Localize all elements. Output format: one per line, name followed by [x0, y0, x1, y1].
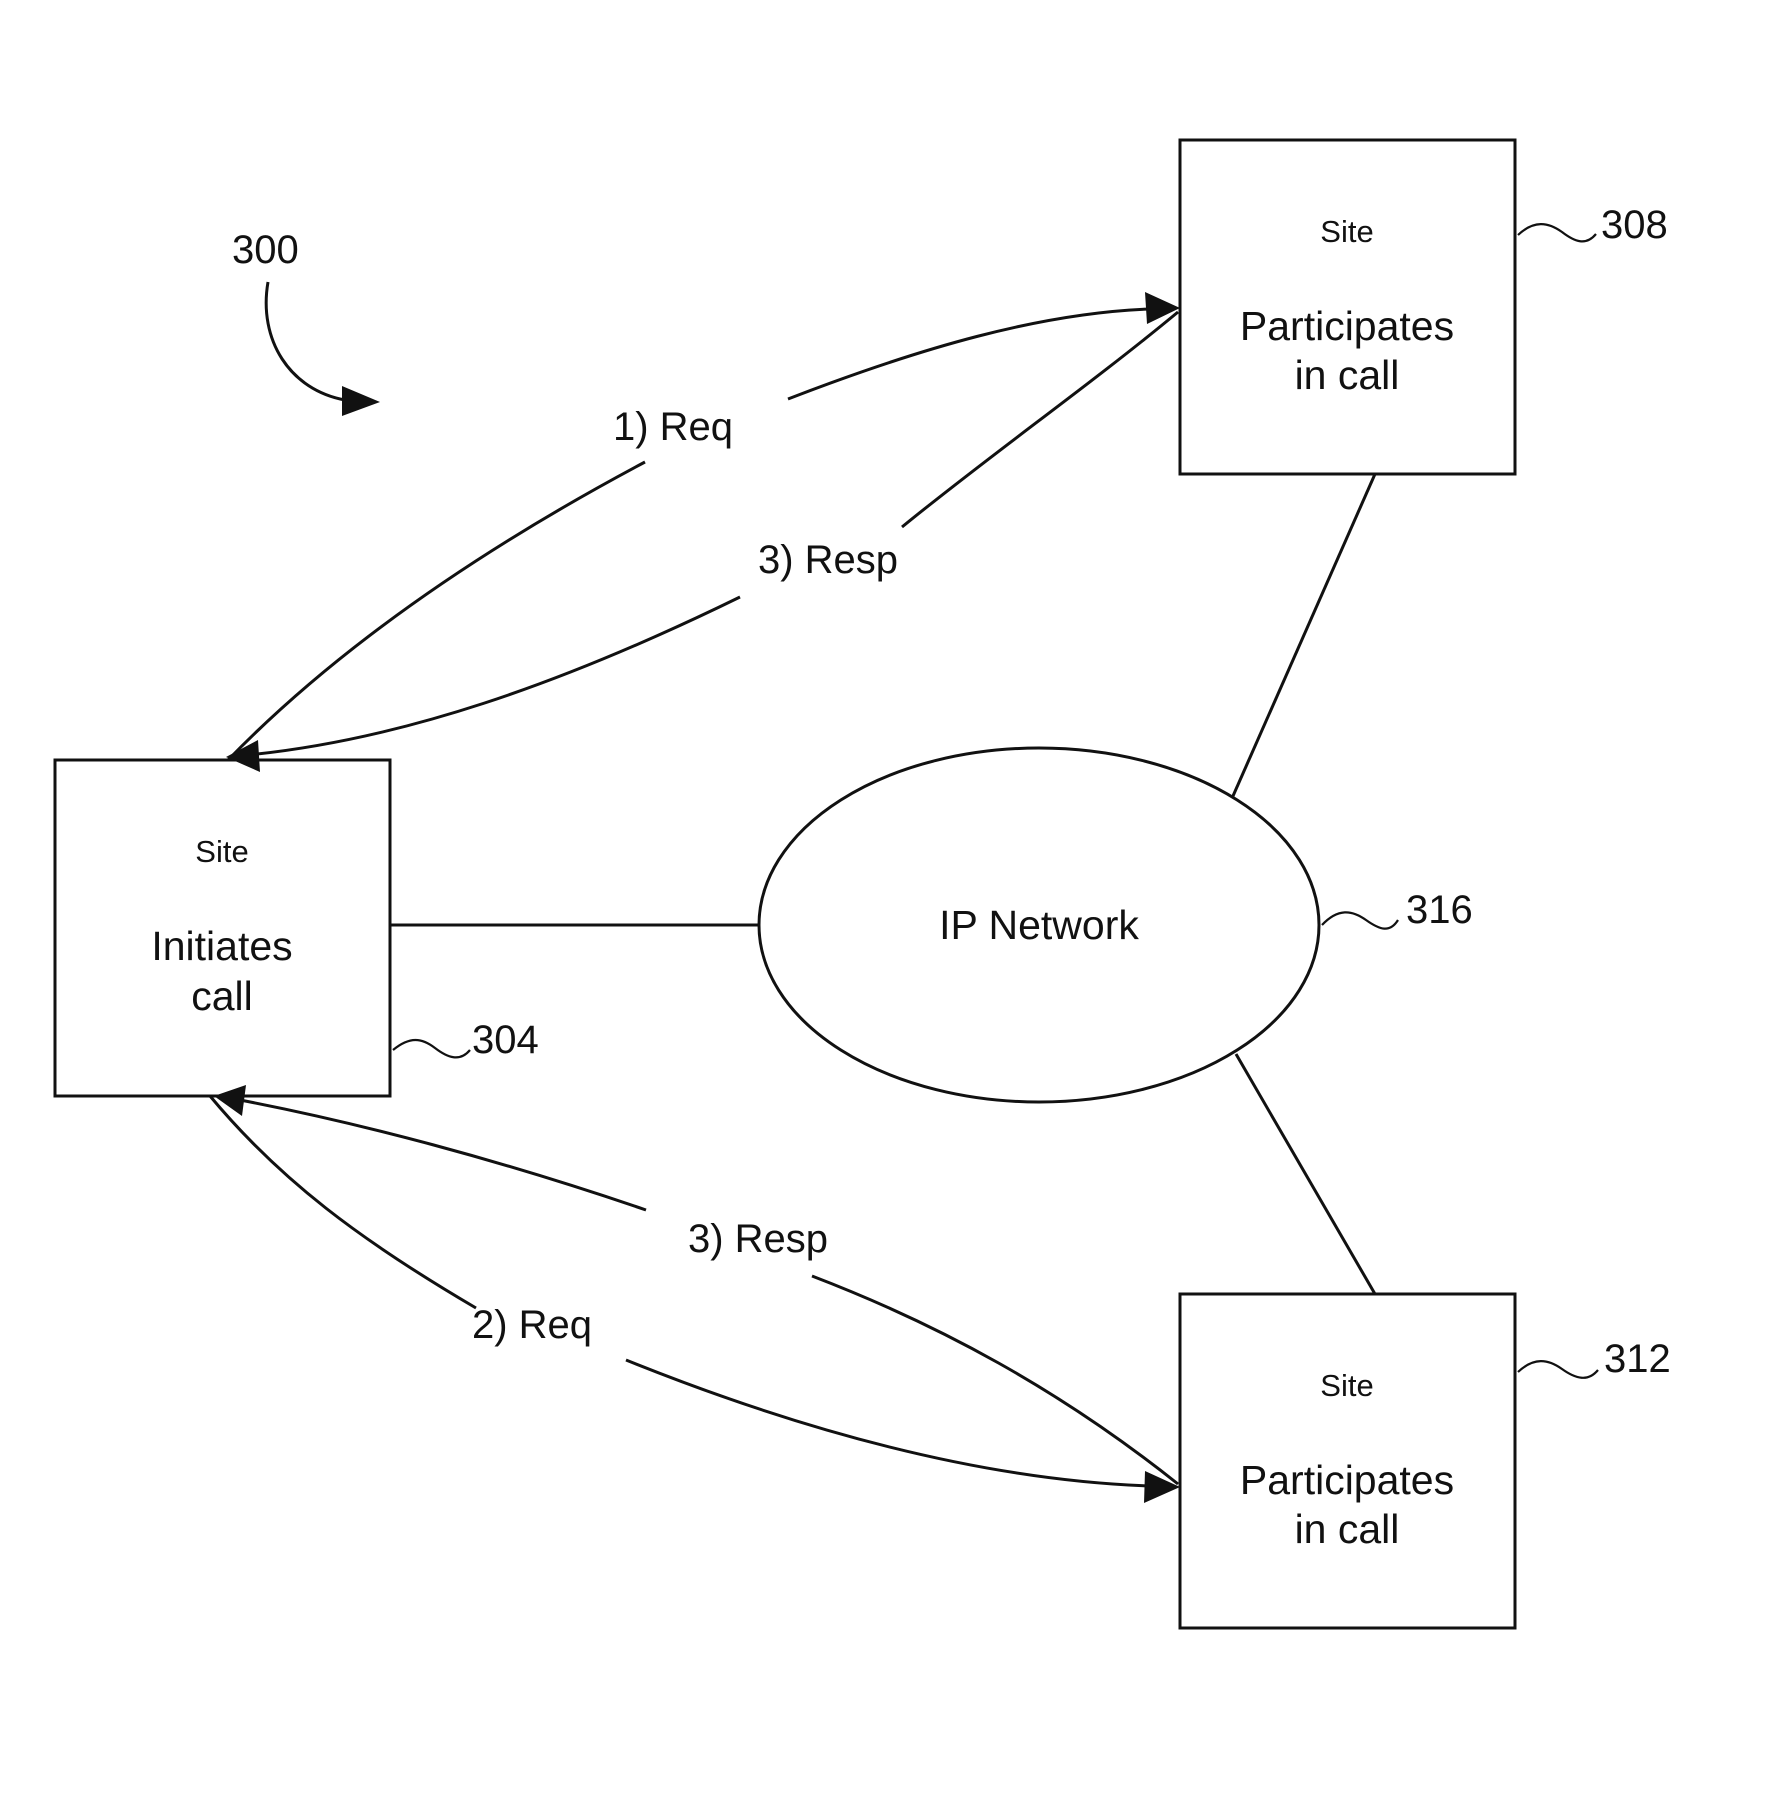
resp-top-label: 3) Resp — [758, 538, 898, 582]
ip-network: IP Network — [759, 748, 1319, 1102]
ip-network-label: IP Network — [939, 902, 1139, 948]
site-initiator-ref-leader — [393, 1040, 470, 1057]
resp-top-arrow-segment-b — [248, 597, 740, 755]
site-bottom-ref: 312 — [1604, 1337, 1671, 1381]
req-top-arrowhead — [1145, 292, 1180, 324]
site-bottom-line2: in call — [1295, 1506, 1400, 1552]
site-top-line1: Participates — [1240, 303, 1454, 349]
site-initiator-line1: Initiates — [151, 923, 292, 969]
site-initiator: Site Initiates call — [55, 760, 390, 1096]
site-bottom-ref-leader — [1518, 1361, 1598, 1378]
site-initiator-line2: call — [191, 973, 253, 1019]
site-top-heading: Site — [1320, 214, 1373, 249]
site-top: Site Participates in call — [1180, 140, 1515, 474]
req-bottom-arrowhead — [1144, 1471, 1180, 1503]
site-top-line2: in call — [1295, 352, 1400, 398]
req-bottom-arrow-segment-a — [210, 1096, 476, 1308]
link-network-bottom-site — [1236, 1054, 1375, 1294]
resp-bottom-arrowhead — [214, 1085, 246, 1116]
req-top-label: 1) Req — [613, 405, 733, 449]
site-bottom-heading: Site — [1320, 1368, 1373, 1403]
site-bottom-line1: Participates — [1240, 1457, 1454, 1503]
site-top-ref-leader — [1518, 224, 1596, 241]
site-top-ref: 308 — [1601, 203, 1668, 247]
figure-pointer-arrowhead — [342, 386, 380, 416]
resp-bottom-arrow-segment-b — [240, 1100, 646, 1210]
req-top-arrow-segment-a — [228, 462, 645, 760]
req-bottom-arrow-segment-b — [626, 1360, 1150, 1486]
req-top-arrow-segment-b — [788, 309, 1150, 399]
figure-ref-label: 300 — [232, 228, 299, 272]
site-initiator-ref: 304 — [472, 1018, 539, 1062]
link-network-top-site — [1233, 474, 1375, 796]
ip-network-ref: 316 — [1406, 888, 1473, 932]
req-bottom-label: 2) Req — [472, 1303, 592, 1347]
site-initiator-heading: Site — [195, 834, 248, 869]
figure-pointer-curve — [266, 282, 345, 400]
resp-bottom-label: 3) Resp — [688, 1217, 828, 1261]
ip-network-ref-leader — [1322, 912, 1398, 928]
site-bottom: Site Participates in call — [1180, 1294, 1515, 1628]
resp-bottom-arrow-segment-a — [812, 1276, 1178, 1484]
